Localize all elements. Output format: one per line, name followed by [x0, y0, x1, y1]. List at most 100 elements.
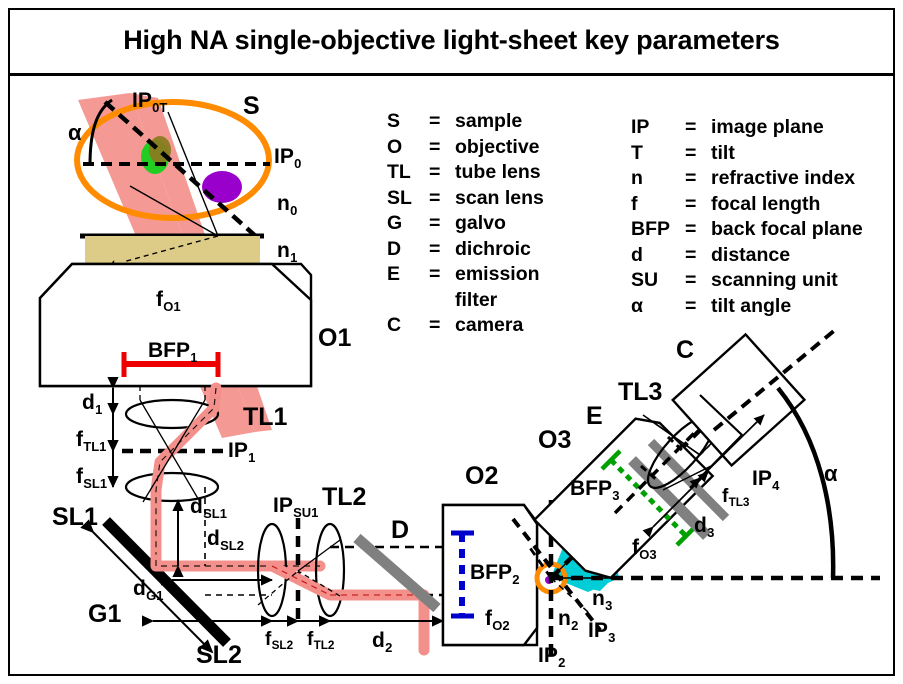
legend-row: C = camera — [387, 314, 544, 342]
objective-o1-shape — [38, 262, 313, 388]
lightsheet-beam-relay1 — [150, 382, 222, 566]
label-fo2: fO2 — [485, 607, 510, 633]
legend-row: SU = scanning unit — [631, 269, 863, 297]
legend-text: galvo — [455, 212, 506, 234]
legend-symbol: T — [631, 141, 643, 164]
legend-equals: = — [685, 269, 697, 291]
label-dsl1: dSL1 — [190, 495, 227, 521]
label-camera: C — [676, 336, 695, 364]
label-sl2: SL2 — [196, 641, 242, 669]
legend-row-continuation: X = filter — [387, 288, 544, 317]
legend-equals: = — [429, 186, 441, 209]
bfp1-bar — [121, 352, 221, 377]
label-o2: O2 — [465, 462, 499, 490]
label-bfp1: BFP1 — [148, 339, 198, 365]
ip0t-line — [103, 100, 262, 242]
legend-text: tube lens — [455, 161, 541, 183]
legend-equals: = — [685, 218, 697, 240]
legend-text: refractive index — [711, 167, 856, 189]
legend-row: T = tilt — [631, 141, 863, 170]
tl3-camera-group — [640, 328, 837, 579]
label-d3: d3 — [694, 514, 715, 540]
legend-symbol: IP — [631, 116, 650, 138]
legend-text: image plane — [711, 116, 824, 138]
legend-symbol: α — [631, 294, 643, 317]
legend-equals: = — [685, 243, 697, 266]
lens-sl1 — [124, 471, 220, 503]
page-title: High NA single-objective light-sheet key… — [123, 25, 780, 55]
legend-text: sample — [455, 110, 523, 132]
dim-ftl3 — [689, 414, 765, 489]
label-emission: E — [586, 402, 603, 430]
legend-symbol: n — [631, 167, 643, 189]
legend-text: filter — [455, 288, 498, 311]
dim-d3 — [642, 471, 709, 538]
label-bfp3: BFP3 — [570, 477, 620, 503]
objective-o2-shape — [441, 503, 539, 647]
legend-row: SL = scan lens — [387, 186, 544, 215]
label-alpha-camera: α — [824, 461, 838, 486]
relay-ray-b — [142, 399, 206, 503]
tl1-sl1-relay — [107, 377, 228, 566]
legend-text: back focal plane — [711, 218, 863, 240]
cone-edge-b — [167, 111, 219, 237]
label-o3: O3 — [538, 426, 572, 454]
galvo-rotation-arrow — [80, 519, 214, 654]
legend-row: α = tilt angle — [631, 294, 863, 323]
legend-equals: = — [429, 212, 441, 234]
label-ip3: IP3 — [588, 619, 616, 645]
legend-row: f = focal length — [631, 194, 863, 221]
label-dg1: dG1 — [133, 577, 164, 603]
lens-tl1 — [124, 398, 220, 430]
legend-text: distance — [711, 243, 791, 266]
legend-symbol: S — [387, 110, 401, 132]
legend-text: objective — [455, 135, 540, 158]
lightsheet-beam-galvo — [150, 554, 326, 572]
label-ipsu1: IPSU1 — [273, 494, 319, 520]
legend-equals: = — [685, 116, 697, 138]
legend-equals: = — [429, 237, 441, 260]
label-fo1: fO1 — [156, 288, 181, 314]
legend-equals: = — [685, 294, 697, 317]
label-alpha-sample: α — [68, 120, 82, 145]
legend-text: dichroic — [455, 237, 531, 260]
legend-symbol: G — [387, 212, 403, 234]
legend-equals: = — [685, 167, 697, 189]
alpha-arc-camera — [776, 386, 836, 579]
legend-symbol: BFP — [631, 218, 670, 240]
label-ip4: IP4 — [752, 467, 780, 493]
title-bar: High NA single-objective light-sheet key… — [8, 8, 895, 76]
label-ip2: IP2 — [538, 644, 566, 670]
label-fo3: fO3 — [632, 536, 657, 562]
label-ip1: IP1 — [228, 439, 256, 465]
legend-equals: = — [429, 314, 441, 336]
label-ftl2: fTL2 — [307, 629, 335, 653]
legend-row: E = emission — [387, 263, 544, 291]
legend-row: n = refractive index — [631, 167, 863, 195]
legend-symbol: E — [387, 263, 401, 285]
label-n1: n1 — [277, 239, 298, 265]
legend-symbol: D — [387, 237, 402, 260]
label-ip0: IP0 — [274, 145, 302, 171]
legend-equals: = — [429, 110, 441, 132]
bfp2-bar — [451, 530, 474, 619]
legend-row: O = objective — [387, 135, 544, 164]
label-o1: O1 — [318, 324, 352, 352]
su-ray-c — [297, 570, 341, 597]
label-n2: n2 — [558, 607, 579, 633]
label-ftl3: fTL3 — [722, 486, 750, 510]
cone2-edge-d — [526, 544, 553, 579]
legend-row: D = dichroic — [387, 237, 544, 266]
label-tl3: TL3 — [618, 378, 663, 406]
label-sl1: SL1 — [52, 503, 98, 531]
legend-equals: = — [429, 161, 441, 183]
legend-text: tilt — [711, 141, 735, 164]
label-fsl2: fSL2 — [265, 629, 294, 653]
cone-edge-a — [129, 185, 219, 237]
legend-equals: = — [685, 141, 697, 164]
cone2-edge-c — [550, 577, 589, 613]
label-d1: d1 — [82, 391, 103, 417]
legend-symbol: SU — [631, 269, 659, 291]
dichroic-mirror — [353, 533, 441, 613]
